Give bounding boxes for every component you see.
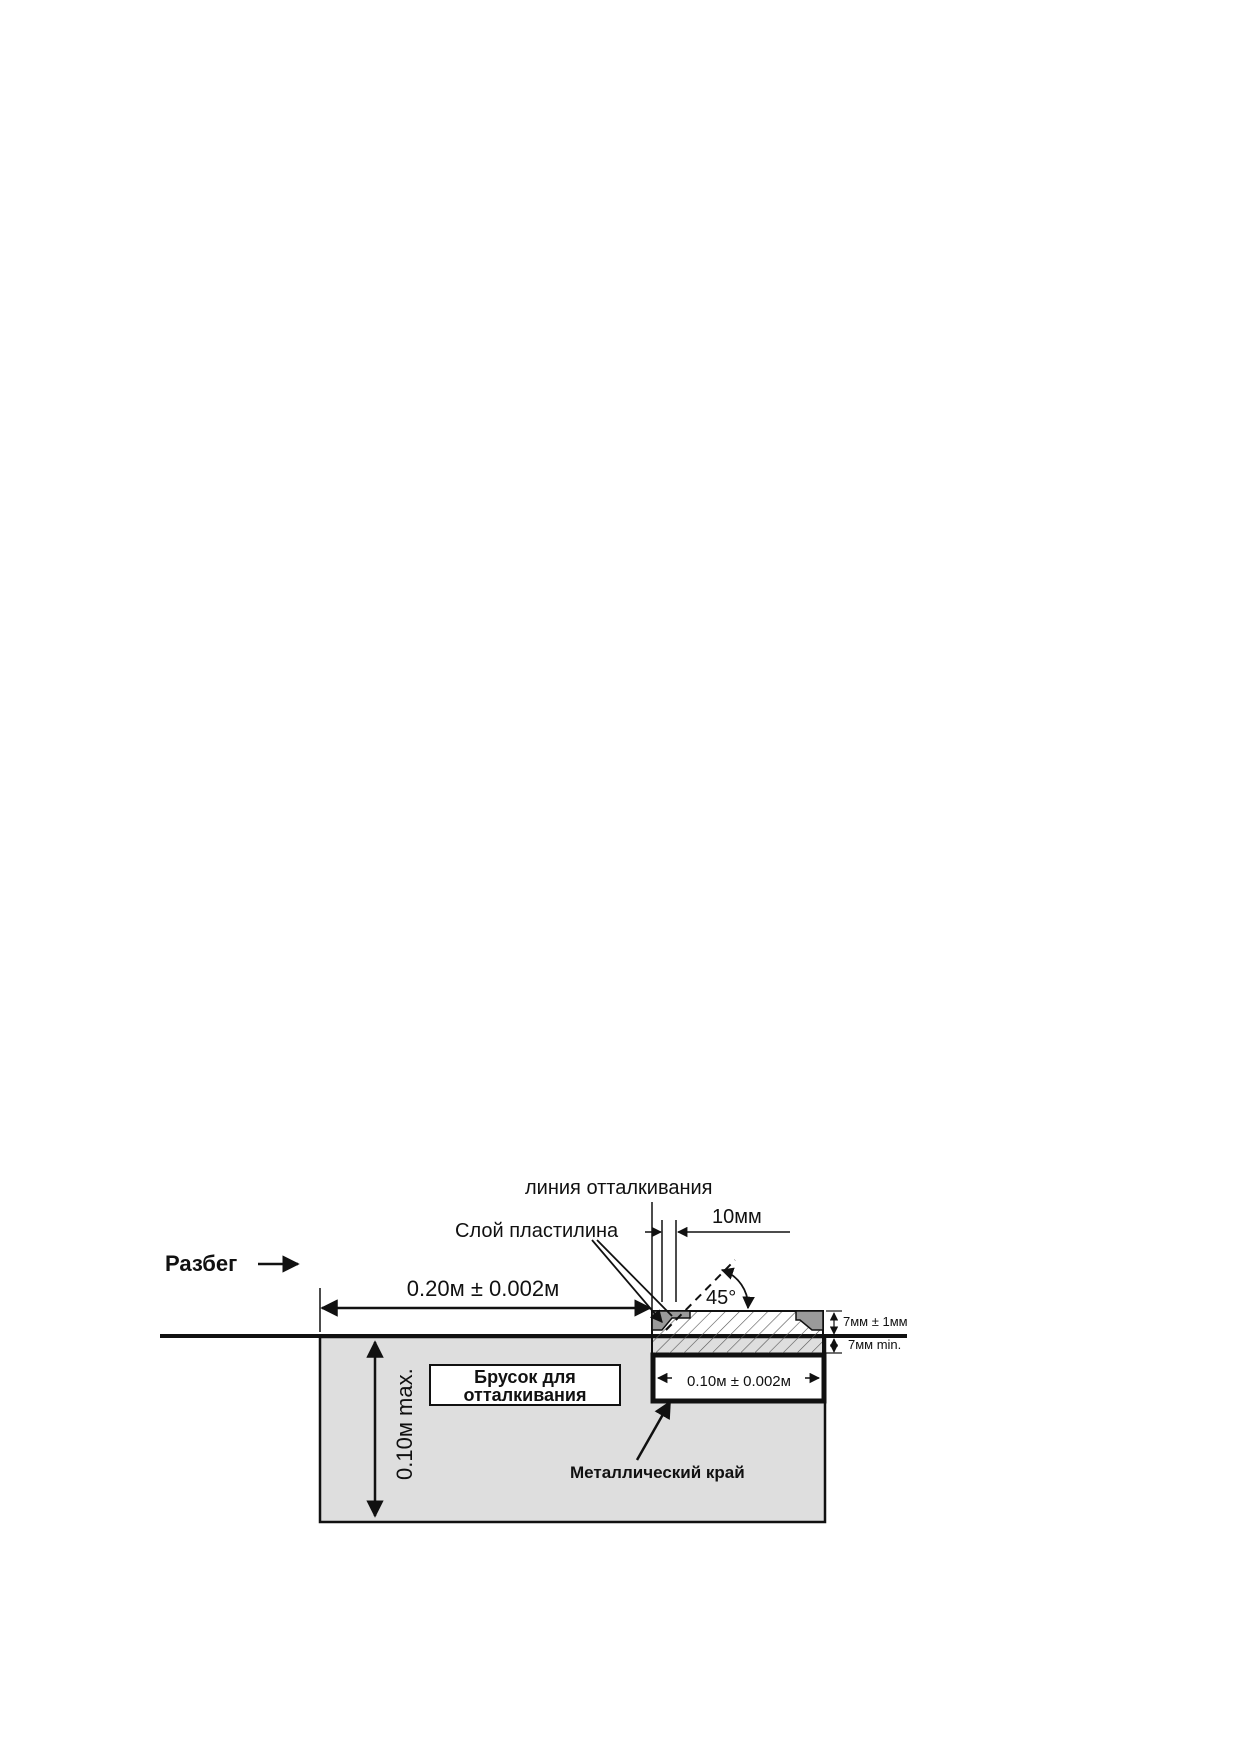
dim-010-max-label: 0.10м max. (392, 1368, 417, 1480)
dim-7mm-pm-label: 7мм ± 1мм (843, 1314, 908, 1329)
dim-7mm-min-label: 7мм min. (848, 1337, 901, 1352)
plasticine-leader-2 (596, 1239, 673, 1317)
takeoff-board-label-1: Брусок для (474, 1367, 576, 1387)
dim-10mm-label: 10мм (712, 1206, 762, 1228)
dim-020-label: 0.20м ± 0.002м (407, 1276, 559, 1301)
angle-45-label: 45° (706, 1287, 736, 1309)
takeoff-board-label-2: отталкивания (464, 1385, 587, 1405)
dim-010-board-label-bg (672, 1370, 805, 1390)
plasticine-leader-1 (591, 1239, 663, 1323)
dim-010-board-label: 0.10м ± 0.002м (687, 1373, 791, 1390)
metal-edge-label: Металлический край (570, 1463, 745, 1482)
takeoff-line-label: линия отталкивания (525, 1177, 713, 1199)
takeoff-board-label-box (429, 1364, 621, 1406)
plasticine-layer-label: Слой пластилина (455, 1220, 619, 1242)
runup-label: Разбег (165, 1251, 237, 1276)
metal-edge-leader (635, 1400, 672, 1461)
plasticine-wedge-right (795, 1310, 824, 1331)
angle-45-line (665, 1259, 736, 1331)
angle-45-arc (720, 1267, 755, 1310)
